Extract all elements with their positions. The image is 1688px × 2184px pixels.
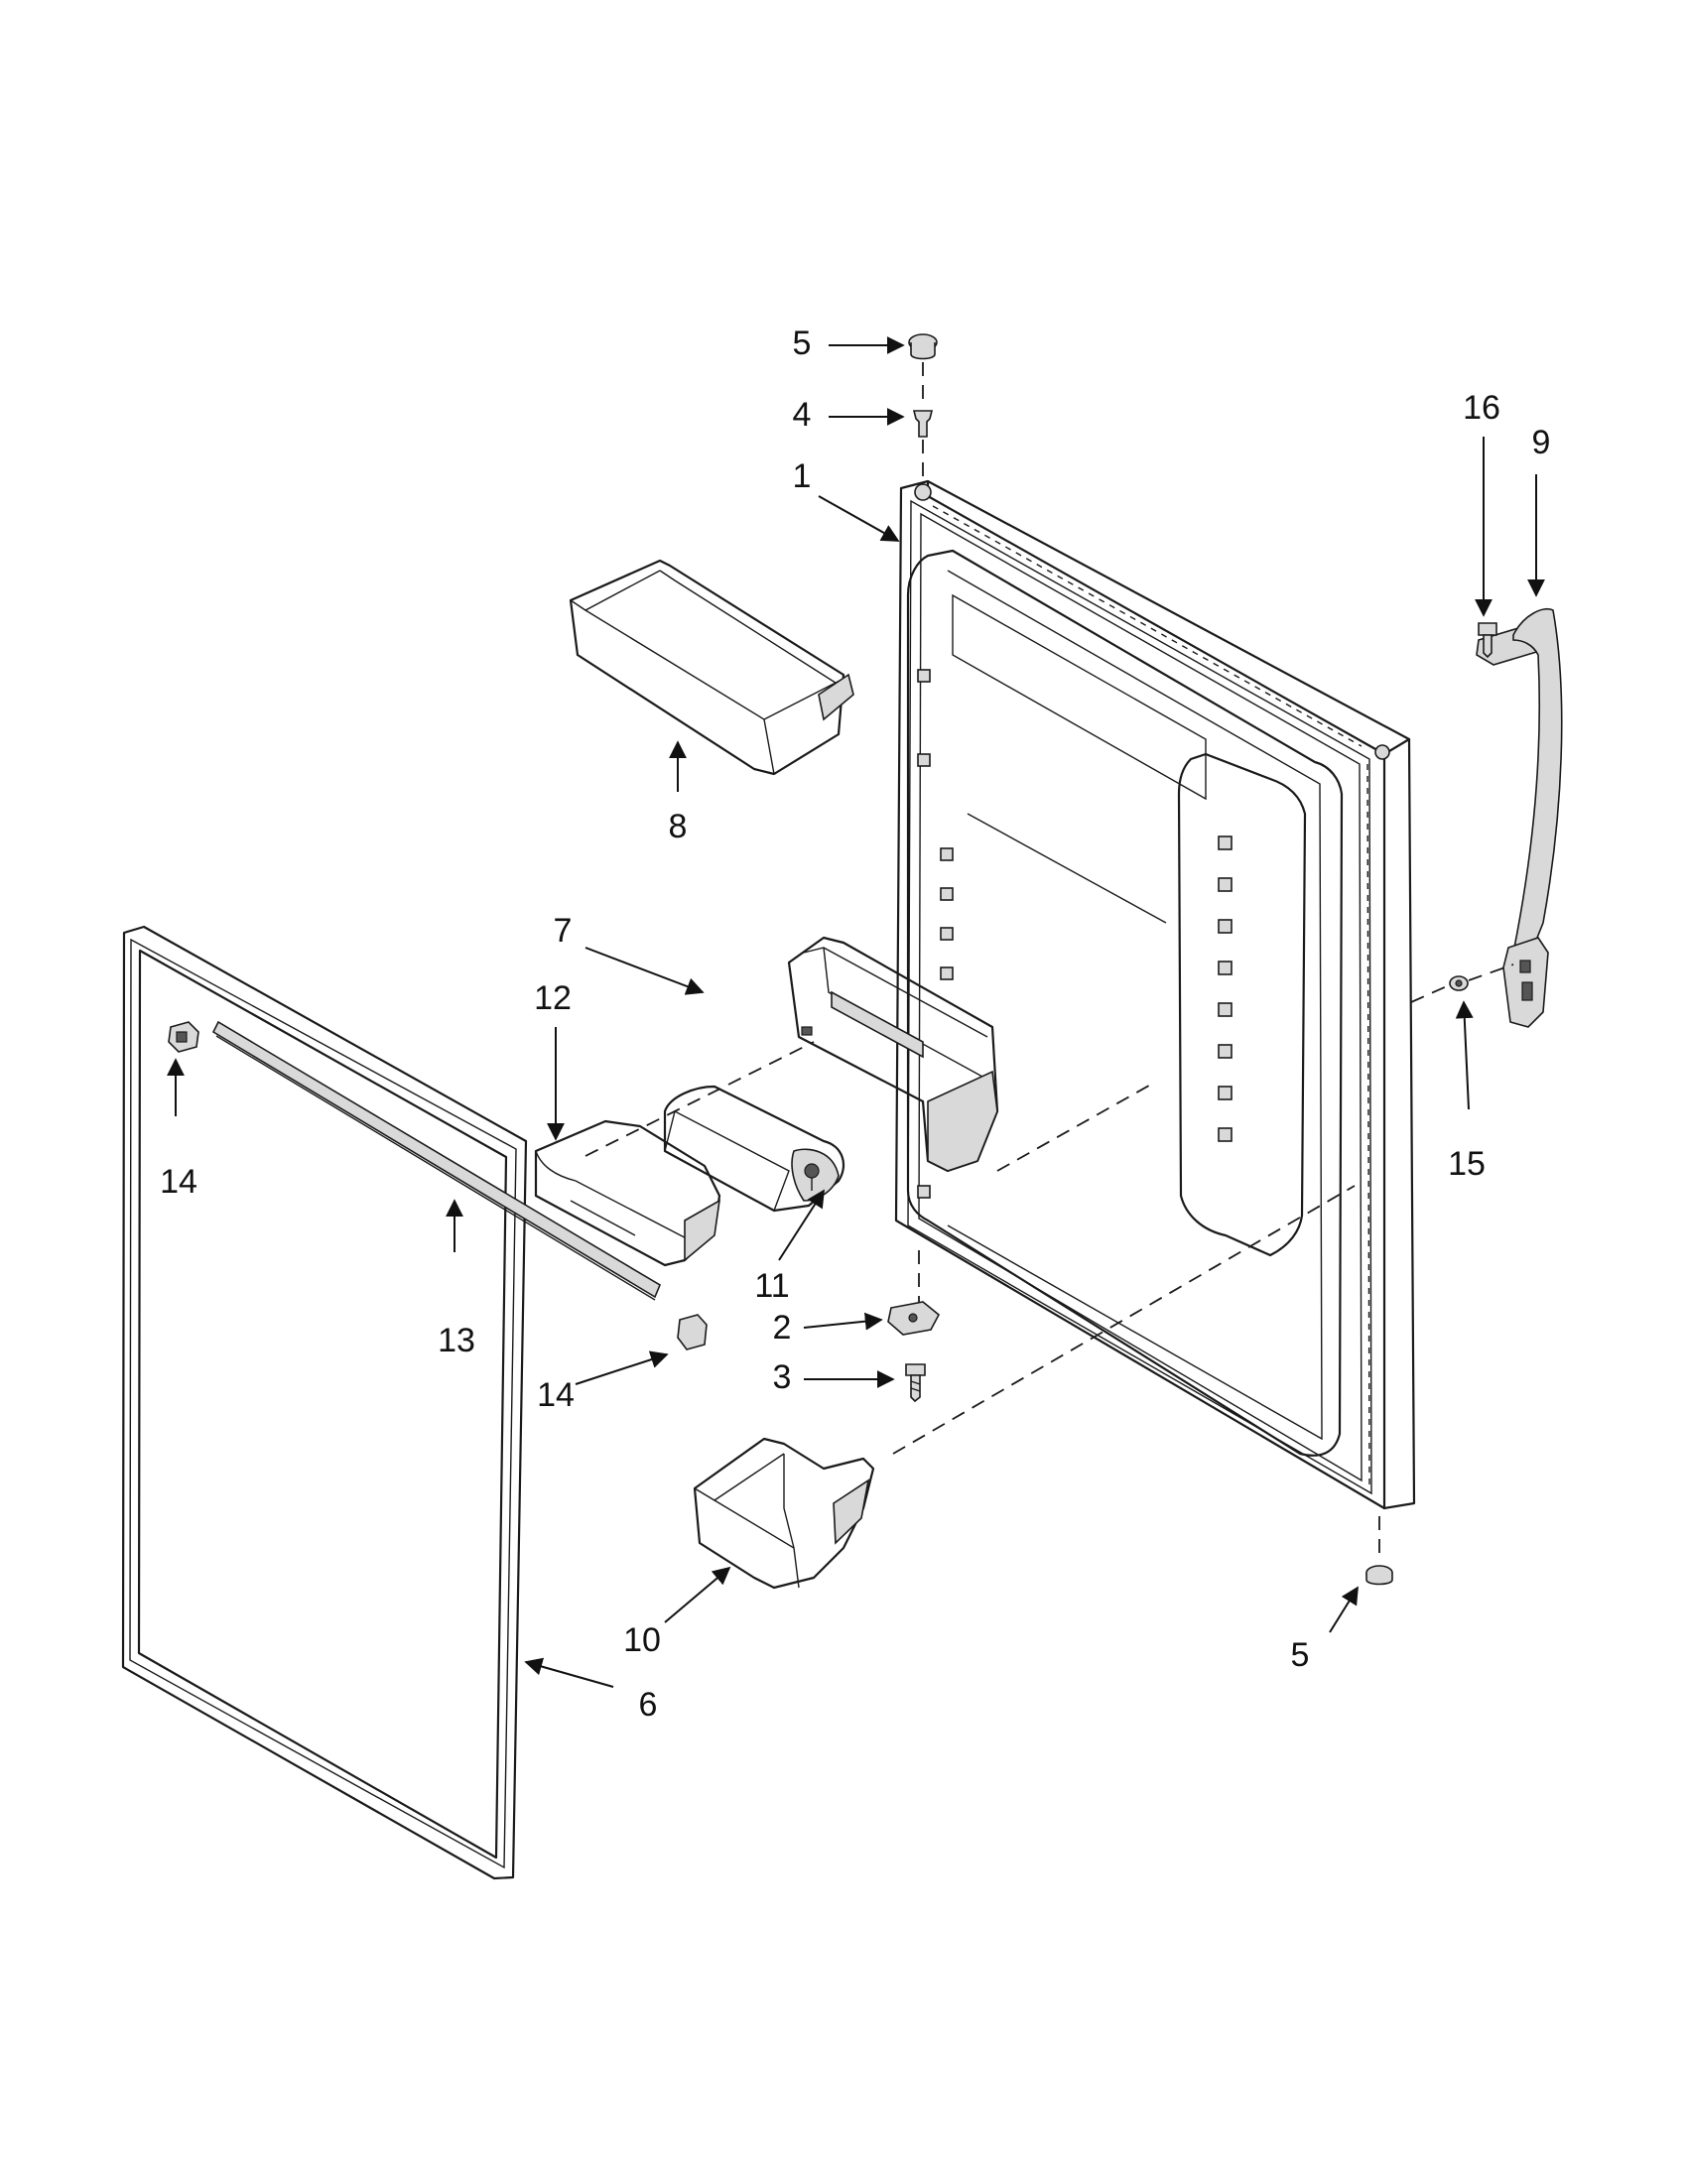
- handle-plug: [1449, 975, 1469, 991]
- hinge-screw-bottom: [905, 1363, 926, 1403]
- dairy-door: [534, 1119, 721, 1267]
- callout-6: 6: [639, 1686, 658, 1724]
- dairy-compartment: [787, 936, 999, 1173]
- hinge-bracket-bottom: [887, 1301, 941, 1336]
- callout-10: 10: [623, 1621, 661, 1659]
- callout-16: 16: [1463, 389, 1500, 427]
- callout-9: 9: [1532, 424, 1551, 461]
- callout-5-bottom: 5: [1291, 1636, 1310, 1674]
- callout-4: 4: [793, 396, 812, 434]
- door-bin-upper: [569, 559, 854, 776]
- handle-screw: [1478, 622, 1497, 659]
- callout-7: 7: [554, 912, 573, 950]
- door-bin-lower: [693, 1437, 875, 1590]
- callout-15: 15: [1448, 1145, 1486, 1183]
- callout-3: 3: [773, 1358, 792, 1396]
- assembly-line-lower-bin: [892, 1185, 1356, 1455]
- callout-11: 11: [754, 1267, 789, 1305]
- callout-2: 2: [773, 1309, 792, 1347]
- callout-13: 13: [438, 1322, 475, 1359]
- door-bin-supports: [917, 669, 1233, 1199]
- refrigerator-door: [894, 479, 1416, 1510]
- door-handle: [1476, 608, 1563, 1028]
- assembly-line-dairy-2: [996, 1081, 1157, 1172]
- trim-end-cap-top: [168, 1021, 199, 1053]
- callout-14-bottom: 14: [537, 1376, 575, 1414]
- callout-14-top: 14: [160, 1163, 197, 1201]
- trim-end-cap-bottom: [677, 1314, 708, 1350]
- callout-5-top: 5: [793, 324, 812, 362]
- dairy-shelf: [663, 1085, 845, 1213]
- callout-1: 1: [793, 457, 812, 495]
- assembly-line-dairy: [584, 1041, 815, 1157]
- trim-strip: [211, 1020, 662, 1301]
- hinge-cap-bottom: [1365, 1565, 1393, 1586]
- leader-arrows: [167, 336, 1545, 1688]
- hinge-pin-top: [912, 410, 934, 438]
- door-gasket: [121, 925, 528, 1880]
- callout-labels: 1 2 3 4 5 5 6 7 8 9 10 11 12 13 14 14 15…: [160, 324, 1550, 1724]
- callout-8: 8: [669, 808, 688, 845]
- hinge-cap-top: [908, 333, 938, 360]
- callout-12: 12: [534, 979, 572, 1017]
